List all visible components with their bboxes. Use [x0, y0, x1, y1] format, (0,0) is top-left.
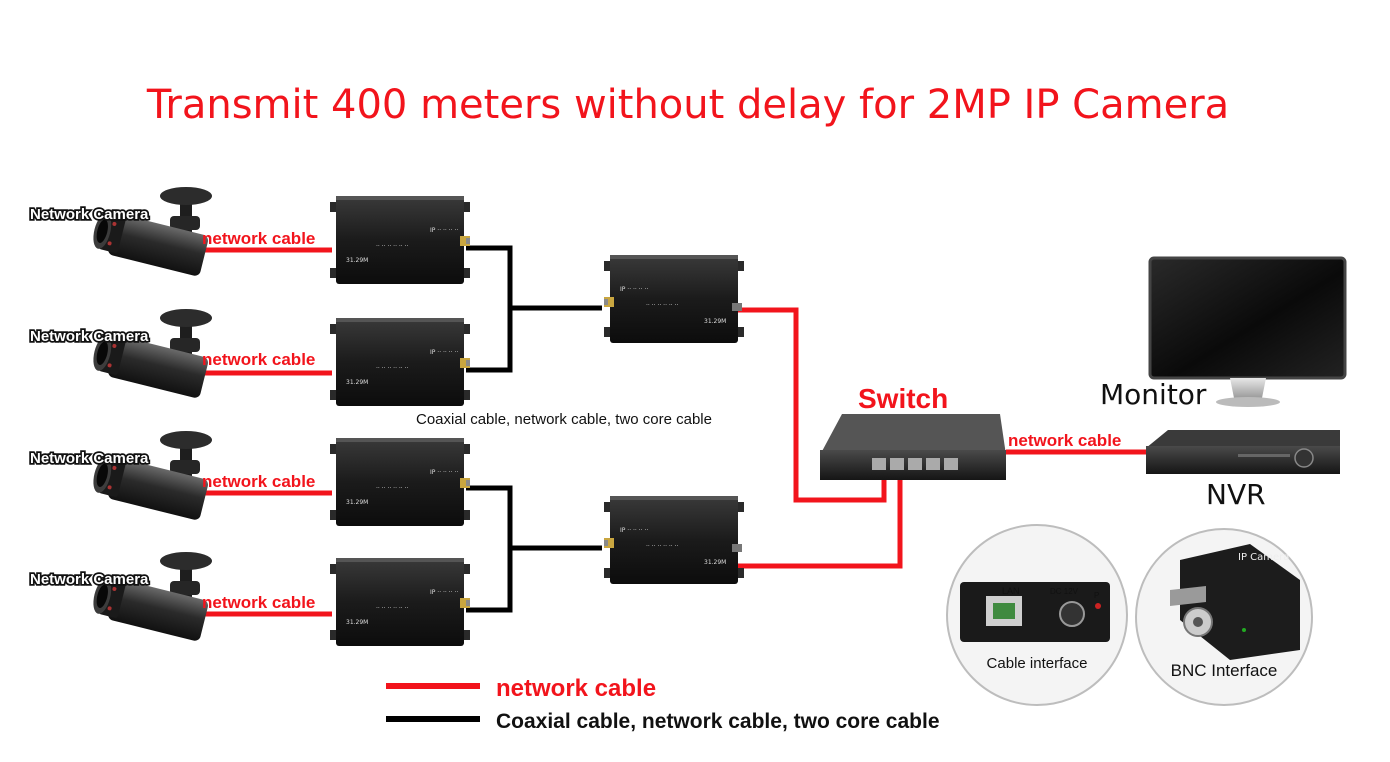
transmitter-4: [330, 558, 470, 646]
legend-label-network: network cable: [496, 675, 656, 702]
coax-note: Coaxial cable, network cable, two core c…: [416, 411, 712, 428]
camera-1: Network Camera network cable: [28, 187, 315, 278]
network-cables: [192, 247, 1150, 617]
transmitter-3: [330, 438, 470, 526]
coax-cables: [466, 245, 602, 613]
monitor: Monitor: [1100, 256, 1347, 411]
lan-label: LAN: [1002, 586, 1020, 596]
dc-label: DC 12V: [1050, 587, 1079, 596]
camera-label: Network Camera: [30, 206, 149, 223]
bnc-brand: IP Camera: [1238, 552, 1289, 563]
camera-2: Network Camera network cable: [28, 309, 315, 400]
coax-cable-pair-1: [466, 245, 513, 373]
inset-caption: BNC Interface: [1171, 661, 1278, 680]
nvr: NVR network cable: [1008, 430, 1340, 511]
legend: network cable Coaxial cable, network cab…: [386, 675, 940, 733]
camera-4: Network Camera network cable: [28, 552, 315, 643]
receiver-1: [604, 255, 744, 343]
camera-label: Network Camera: [30, 328, 149, 345]
monitor-label: Monitor: [1100, 378, 1207, 411]
legend-label-coax: Coaxial cable, network cable, two core c…: [496, 710, 940, 733]
page-title: Transmit 400 meters without delay for 2M…: [146, 82, 1229, 128]
network-cable-receiver-1-switch: [738, 307, 887, 503]
inset-bnc-interface: IP Camera BNC Interface: [1135, 528, 1313, 706]
camera-label: Network Camera: [30, 571, 149, 588]
cable-label: network cable: [202, 472, 315, 491]
network-cable-receiver-2-switch: [738, 470, 903, 569]
camera-label: Network Camera: [30, 450, 149, 467]
network-switch: Switch: [820, 383, 1006, 480]
inset-caption: Cable interface: [987, 655, 1088, 672]
inset-cable-interface: LAN DC 12V P Cable interface: [946, 524, 1128, 706]
cable-label: network cable: [202, 229, 315, 248]
transmitter-2: [330, 318, 470, 406]
cable-label: network cable: [202, 593, 315, 612]
p-label: P: [1094, 591, 1099, 600]
nvr-cable-label: network cable: [1008, 431, 1121, 450]
cable-label: network cable: [202, 350, 315, 369]
receiver-2: [604, 496, 744, 584]
camera-3: Network Camera network cable: [28, 431, 315, 522]
transmitter-1: [330, 196, 470, 284]
switch-label: Switch: [858, 383, 948, 414]
coax-cable-pair-2: [466, 485, 513, 613]
nvr-label: NVR: [1206, 478, 1266, 511]
